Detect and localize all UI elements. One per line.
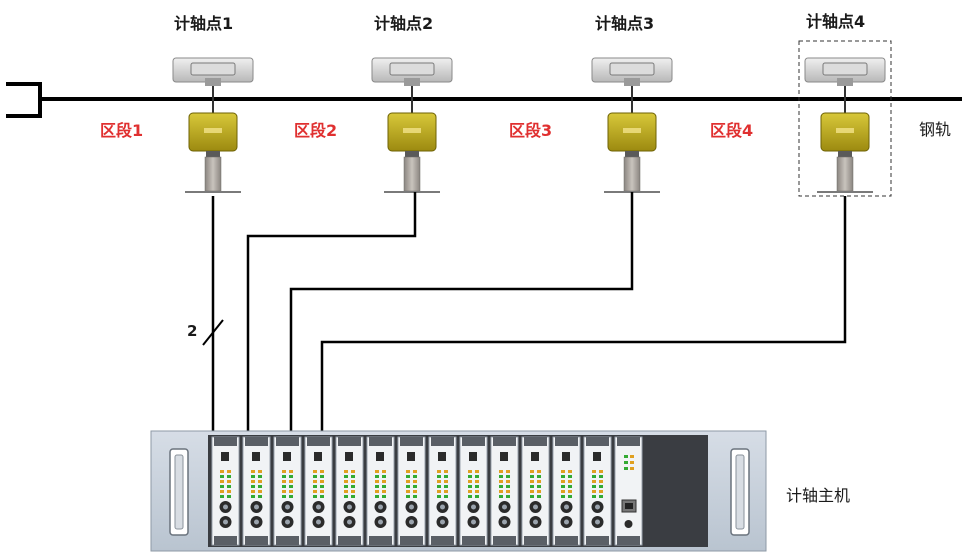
rail (6, 82, 962, 118)
sensor-box-icon (820, 112, 870, 157)
sensor-pole-icon (185, 156, 241, 193)
rack-card (304, 436, 333, 546)
section-label-2: 区段2 (294, 121, 338, 140)
cable-count-mark (202, 319, 224, 346)
sensor-pole-icon (384, 156, 440, 193)
axle-counter-host-rack (150, 430, 767, 552)
sensor-box-icon (188, 112, 238, 157)
sensor-1 (172, 57, 254, 193)
rail-clamp-icon (804, 57, 886, 86)
rack-card (428, 436, 457, 546)
axle-point-label-1: 计轴点1 (174, 14, 234, 33)
rack-card (490, 436, 519, 546)
rack-card (521, 436, 550, 546)
rack-card (242, 436, 271, 546)
axle-point-4-highlight (798, 40, 892, 197)
rack-card (366, 436, 395, 546)
rail-clamp-icon (591, 57, 673, 86)
rail-clamp-icon (172, 57, 254, 86)
sensor-pole-icon (817, 156, 873, 193)
rack-card (335, 436, 364, 546)
rack-card (211, 436, 240, 546)
rack-card (459, 436, 488, 546)
cables (211, 192, 847, 436)
cable-3 (289, 192, 634, 436)
sensor-box-icon (387, 112, 437, 157)
rack-card (397, 436, 426, 546)
rail-clamp-icon (371, 57, 453, 86)
rack-card (583, 436, 612, 546)
cable-4 (320, 196, 847, 436)
rack-card (614, 436, 643, 546)
section-label-1: 区段1 (100, 121, 144, 140)
axle-point-label-2: 计轴点2 (374, 14, 434, 33)
sensor-box-icon (607, 112, 657, 157)
sensor-4 (804, 57, 886, 193)
section-label-4: 区段4 (710, 121, 754, 140)
cable-2 (246, 192, 417, 436)
axle-point-label-4: 计轴点4 (806, 12, 866, 31)
section-label-3: 区段3 (509, 121, 553, 140)
cable-count-label: 2 (187, 322, 198, 340)
sensor-2 (371, 57, 453, 193)
rack-card (552, 436, 581, 546)
sensor-pole-icon (604, 156, 660, 193)
sensor-3 (591, 57, 673, 193)
rack-card (273, 436, 302, 546)
host-label: 计轴主机 (786, 486, 851, 505)
rail-label: 钢轨 (919, 120, 952, 139)
axle-point-label-3: 计轴点3 (595, 14, 655, 33)
